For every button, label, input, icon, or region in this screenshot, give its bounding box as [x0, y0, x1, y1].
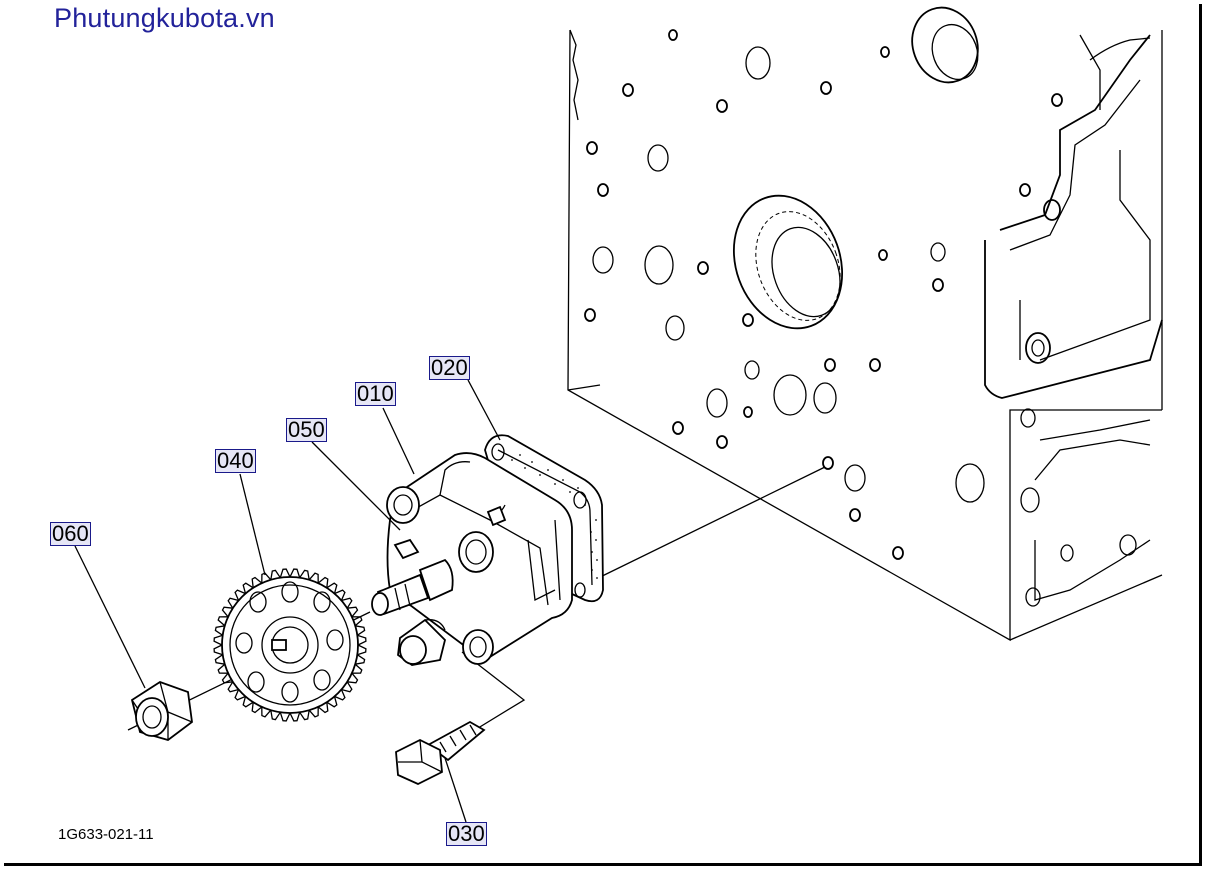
gear-tooth	[326, 696, 338, 708]
gear-tooth	[308, 706, 319, 718]
gear-tooth	[341, 597, 353, 609]
gear-tooth	[279, 568, 291, 578]
gear-tooth	[214, 625, 225, 636]
gear-tooth	[317, 576, 329, 588]
gear-tooth	[347, 672, 359, 684]
gear-tooth	[351, 616, 363, 627]
nut-part-060	[130, 681, 193, 741]
gear-tooth	[261, 572, 272, 584]
gear-tooth	[279, 712, 291, 722]
callout-050[interactable]: 050	[286, 417, 327, 442]
gear-tooth	[234, 589, 246, 601]
gear-tooth	[217, 663, 229, 674]
gear-tooth	[326, 582, 338, 594]
relief-valve-plug	[397, 618, 446, 666]
gear-tooth	[221, 672, 233, 684]
gear-tooth	[351, 663, 363, 674]
callout-030[interactable]: 030	[446, 821, 487, 846]
gear-tooth	[357, 644, 367, 656]
gear-tooth	[242, 582, 254, 594]
bolt-part-030	[395, 720, 486, 785]
gear-tooth	[357, 634, 367, 646]
gear-tooth	[227, 681, 239, 693]
gear-tooth	[217, 616, 229, 627]
shaft-part-050	[371, 558, 454, 616]
gear-tooth	[299, 710, 310, 721]
gear-tooth	[355, 654, 366, 665]
gear-tooth	[213, 634, 223, 646]
callout-010[interactable]: 010	[355, 381, 396, 406]
gear-tooth	[251, 576, 263, 588]
watermark-text: Phutungkubota.vn	[54, 3, 275, 33]
callout-040[interactable]: 040	[215, 448, 256, 473]
gear-tooth	[341, 681, 353, 693]
gear-tooth	[289, 568, 301, 578]
gear-tooth	[334, 589, 346, 601]
gear-tooth	[261, 706, 272, 718]
gear-tooth	[213, 644, 223, 656]
gear-tooth	[355, 625, 366, 636]
gear-tooth	[214, 654, 225, 665]
gear-tooth	[317, 702, 329, 714]
engine-block	[567, 6, 1163, 642]
gear-part-040	[213, 568, 367, 722]
diagram-frame	[4, 4, 1202, 866]
gear-tooth	[270, 569, 281, 580]
callout-020[interactable]: 020	[429, 355, 470, 380]
gear-tooth	[270, 710, 281, 721]
callout-060[interactable]: 060	[50, 521, 91, 546]
gear-tooth	[242, 696, 254, 708]
gear-tooth	[289, 712, 301, 722]
gear-tooth	[221, 606, 233, 618]
gear-tooth	[334, 689, 346, 701]
leader-lines	[74, 379, 501, 823]
pump-body-part-010	[386, 452, 573, 665]
gear-tooth	[347, 606, 359, 618]
diagram-code: 1G633-021-11	[58, 826, 154, 843]
gear-tooth	[251, 702, 263, 714]
gear-tooth	[308, 572, 319, 584]
gear-tooth	[234, 689, 246, 701]
gear-tooth	[227, 597, 239, 609]
gear-tooth	[299, 569, 310, 580]
